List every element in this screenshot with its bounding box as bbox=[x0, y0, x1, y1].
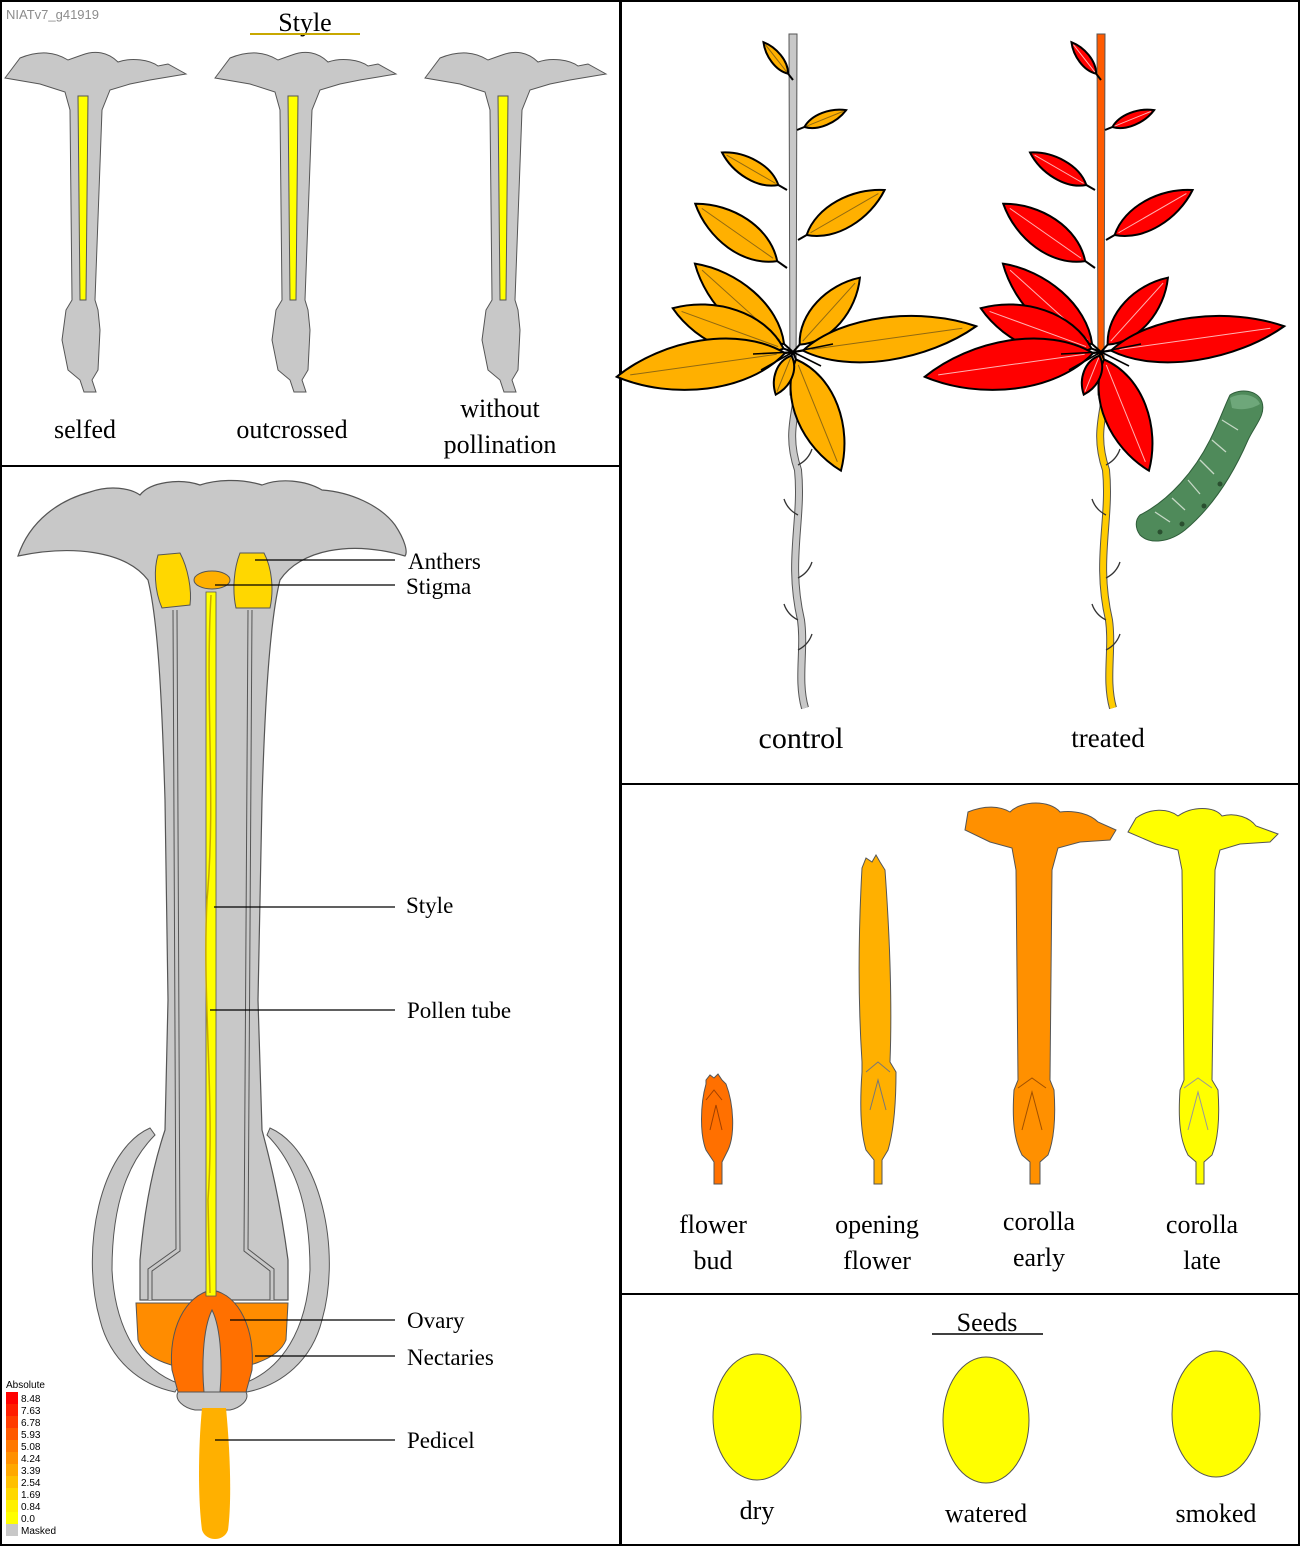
label-bud: bud bbox=[694, 1246, 733, 1275]
label-flower: flower bbox=[679, 1210, 747, 1239]
style bbox=[205, 591, 217, 1297]
seed-smoked bbox=[1171, 1350, 1261, 1478]
label-watered: watered bbox=[945, 1499, 1027, 1528]
label-corolla-1: corolla bbox=[1003, 1207, 1076, 1236]
legend-value: 0.0 bbox=[21, 1514, 35, 1525]
label-treated: treated bbox=[1071, 723, 1145, 753]
stage-flower-bud bbox=[701, 1073, 734, 1185]
legend-value: 2.54 bbox=[21, 1478, 41, 1489]
label-anthers: Anthers bbox=[408, 549, 481, 574]
gene-id: NIATv7_g41919 bbox=[6, 7, 99, 22]
legend-swatch bbox=[6, 1476, 18, 1488]
legend-title: Absolute bbox=[6, 1380, 45, 1391]
leaf bbox=[1070, 40, 1098, 75]
seeds-title: Seeds bbox=[957, 1308, 1018, 1337]
legend-value: 5.93 bbox=[21, 1430, 41, 1441]
leaf bbox=[772, 354, 796, 397]
legend-swatch bbox=[6, 1392, 18, 1404]
pollen-tube bbox=[205, 594, 212, 1294]
label-outcrossed: outcrossed bbox=[236, 415, 347, 444]
label-smoked: smoked bbox=[1176, 1499, 1257, 1528]
legend-value: 8.48 bbox=[21, 1394, 41, 1405]
legend-swatch bbox=[6, 1488, 18, 1500]
leaf bbox=[1080, 354, 1104, 397]
legend-value: 4.24 bbox=[21, 1454, 41, 1465]
plant-treated bbox=[922, 33, 1287, 710]
style-panel: Style selfed outcrossed without pollinat… bbox=[4, 8, 608, 459]
label-corolla-2: corolla bbox=[1166, 1210, 1239, 1239]
legend-value: 5.08 bbox=[21, 1442, 41, 1453]
legend-value: 6.78 bbox=[21, 1418, 41, 1429]
legend-swatch bbox=[6, 1416, 18, 1428]
stage-opening-flower bbox=[858, 853, 897, 1185]
stigma bbox=[193, 570, 231, 590]
legend-swatch-masked bbox=[6, 1524, 18, 1536]
leaf bbox=[789, 358, 846, 473]
stage-corolla-late bbox=[1127, 808, 1279, 1185]
legend-value: 3.39 bbox=[21, 1466, 41, 1477]
leaf bbox=[802, 108, 848, 129]
label-pollination: pollination bbox=[444, 430, 557, 459]
legend-swatch bbox=[6, 1464, 18, 1476]
legend-masked-label: Masked bbox=[21, 1526, 56, 1537]
seed-dry bbox=[712, 1353, 802, 1481]
plant-panel: control treated bbox=[614, 33, 1287, 755]
label-selfed: selfed bbox=[54, 415, 116, 444]
pedicel bbox=[199, 1408, 231, 1539]
leaf bbox=[762, 40, 790, 75]
legend-swatch bbox=[6, 1452, 18, 1464]
seed-watered bbox=[942, 1356, 1030, 1484]
legend-value: 7.63 bbox=[21, 1406, 41, 1417]
label-flower-2: flower bbox=[843, 1246, 911, 1275]
label-control: control bbox=[759, 722, 844, 755]
legend-swatch bbox=[6, 1440, 18, 1452]
stage-corolla-early bbox=[964, 802, 1117, 1185]
stages-panel: flower bud opening flower corolla early … bbox=[679, 802, 1279, 1275]
label-style: Style bbox=[406, 893, 453, 918]
leaf bbox=[805, 188, 887, 237]
flower-panel: Anthers Stigma Style Pollen tube Ovary N… bbox=[17, 479, 511, 1539]
leaf bbox=[801, 314, 979, 364]
leaf bbox=[1113, 188, 1195, 237]
style-panel-title: Style bbox=[278, 8, 331, 37]
label-early: early bbox=[1013, 1243, 1065, 1272]
leaf bbox=[1028, 151, 1088, 187]
label-stigma: Stigma bbox=[406, 574, 471, 599]
leaf bbox=[1097, 358, 1154, 473]
leaf bbox=[1109, 314, 1287, 364]
label-nectaries: Nectaries bbox=[407, 1345, 494, 1370]
callout-lines bbox=[210, 559, 395, 1441]
anther-left bbox=[154, 552, 191, 609]
legend-value: 1.69 bbox=[21, 1490, 41, 1501]
style-flower-selfed bbox=[4, 51, 188, 393]
label-pedicel: Pedicel bbox=[407, 1428, 475, 1453]
leaf bbox=[693, 202, 779, 263]
legend-swatch bbox=[6, 1404, 18, 1416]
leaf bbox=[614, 337, 787, 391]
leaf bbox=[1001, 202, 1087, 263]
leaf bbox=[720, 151, 780, 187]
label-ovary: Ovary bbox=[407, 1308, 465, 1333]
label-dry: dry bbox=[740, 1496, 775, 1525]
style-flower-outcrossed bbox=[214, 51, 398, 393]
label-late: late bbox=[1183, 1246, 1221, 1275]
style-flower-without-pollination bbox=[424, 51, 608, 393]
label-pollen-tube: Pollen tube bbox=[407, 998, 511, 1023]
plant-control bbox=[614, 33, 979, 710]
label-without: without bbox=[460, 394, 540, 423]
legend-swatch bbox=[6, 1500, 18, 1512]
legend-swatch bbox=[6, 1428, 18, 1440]
anther-right bbox=[233, 552, 273, 609]
legend-value: 0.84 bbox=[21, 1502, 41, 1513]
label-opening: opening bbox=[835, 1210, 919, 1239]
seeds-panel: Seeds dry watered smoked bbox=[712, 1308, 1261, 1528]
leaf bbox=[1110, 108, 1156, 129]
color-legend: Absolute 8.487.636.785.935.084.243.392.5… bbox=[6, 1380, 56, 1537]
caterpillar bbox=[1135, 390, 1264, 542]
leaf bbox=[922, 337, 1095, 391]
legend-swatch bbox=[6, 1512, 18, 1524]
